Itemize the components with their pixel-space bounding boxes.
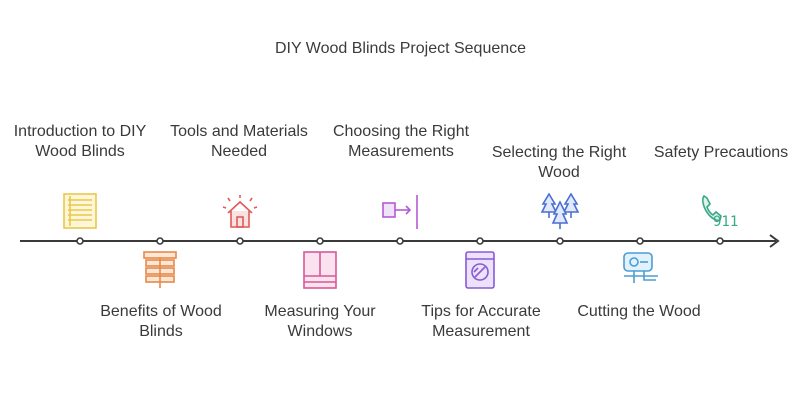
window-icon: [300, 250, 340, 290]
step-4-label: Measuring Your Windows: [264, 303, 376, 340]
timeline-dot-2: [156, 237, 164, 245]
timeline-dot-9: [716, 237, 724, 245]
step-5-label: Choosing the Right Measurements: [332, 123, 470, 160]
step-9-label: Safety Precautions: [653, 144, 789, 161]
timeline-arrowhead: [769, 234, 780, 248]
house-icon: [220, 193, 260, 233]
timeline-dot-4: [316, 237, 324, 245]
step-2-label: Benefits of Wood Blinds: [100, 303, 222, 340]
step-6-label: Tips for Accurate Measurement: [421, 303, 541, 340]
wood-blinds-icon: [140, 250, 180, 290]
timeline-dot-7: [556, 237, 564, 245]
step-3-label: Tools and Materials Needed: [170, 123, 308, 160]
blinds-icon: [60, 190, 100, 230]
step-8-label: Cutting the Wood: [577, 303, 701, 320]
timeline-dot-8: [636, 237, 644, 245]
measuring-device-icon: [460, 250, 500, 290]
jigsaw-icon: [620, 250, 660, 290]
phone-911-text: 911: [713, 214, 739, 230]
timeline-dot-3: [236, 237, 244, 245]
timeline-dot-6: [476, 237, 484, 245]
timeline-dot-1: [76, 237, 84, 245]
arrow-to-line-icon: [380, 193, 420, 233]
step-7-label: Selecting the Right Wood: [491, 144, 627, 181]
timeline-dot-5: [396, 237, 404, 245]
step-1-label: Introduction to DIY Wood Blinds: [13, 123, 147, 160]
trees-icon: [540, 190, 580, 230]
phone-911-icon: [698, 190, 738, 230]
diagram-title: DIY Wood Blinds Project Sequence: [274, 40, 527, 57]
